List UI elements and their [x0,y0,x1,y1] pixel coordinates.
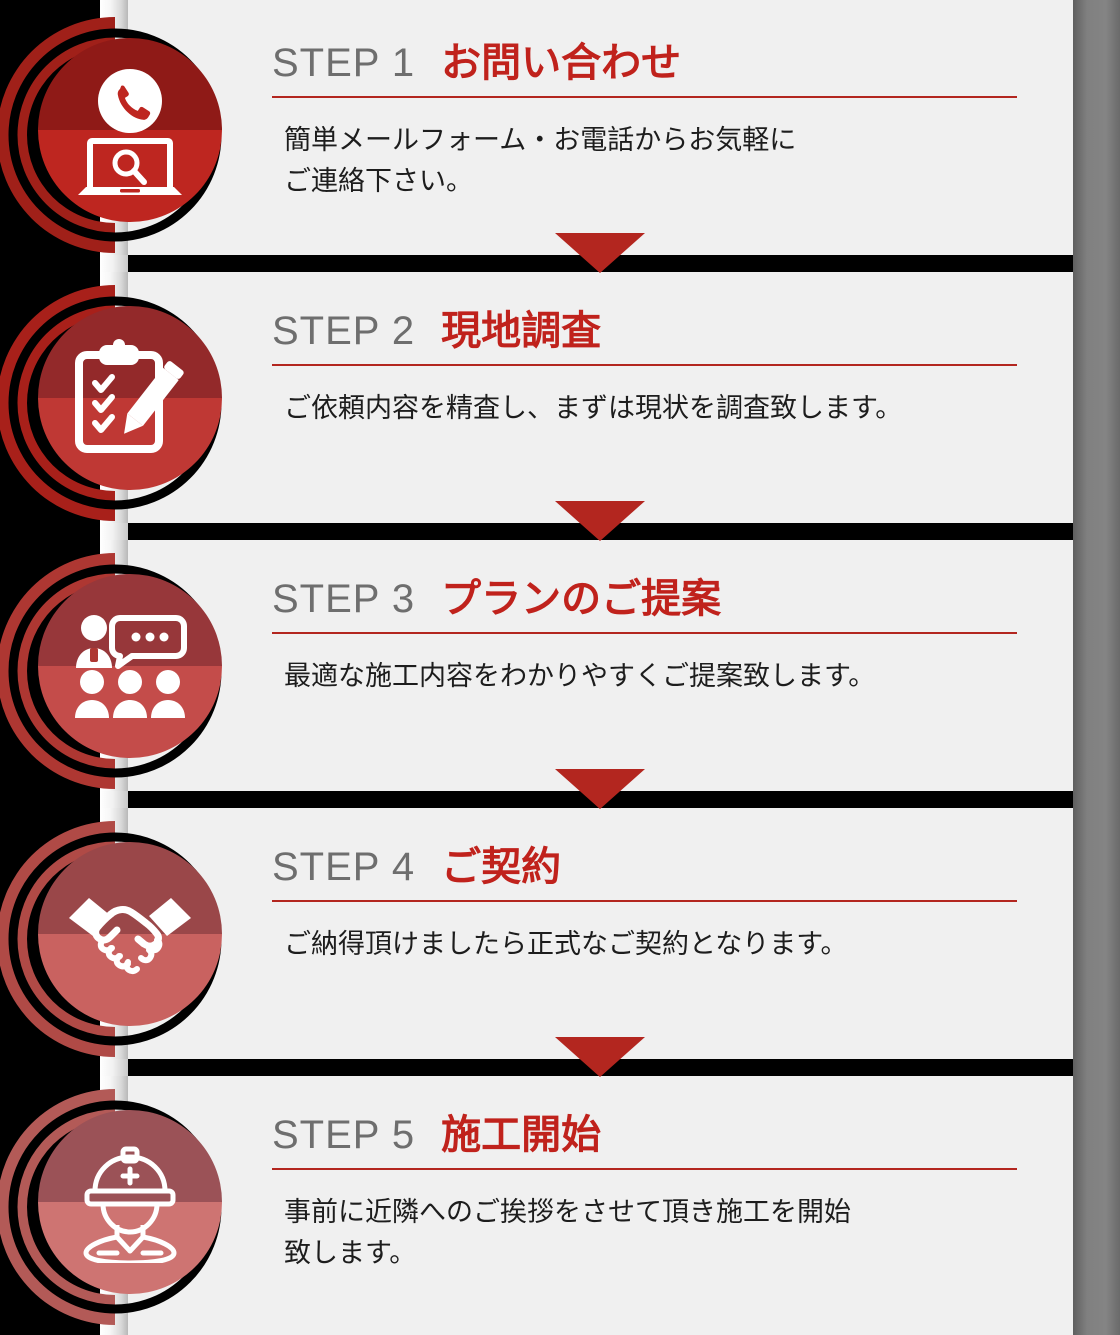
step-heading-3: STEP 3 プランのご提案 [272,566,1062,628]
circle-bottom-half-1 [38,130,222,222]
step-rule-3 [272,632,1017,634]
step-icon-circle-4 [38,842,222,1026]
step-rule-5 [272,1168,1017,1170]
step-label-2: STEP 2 [272,309,416,353]
step-description-4: ご納得頂けましたら正式なご契約となります。 [284,929,848,959]
step-title-5: 施工開始 [441,1113,602,1157]
step-block-3: STEP 3 プランのご提案 最適な施工内容をわかりやすくご提案致します。 [0,536,1120,804]
arrow-step4-to-step5 [555,1037,645,1077]
step-icon-circle-3 [38,574,222,758]
step-description-3: 最適な施工内容をわかりやすくご提案致します。 [284,661,876,691]
step-text-1: STEP 1 お問い合わせ 簡単メールフォーム・お電話からお気軽に ご連絡下さい… [272,0,1062,268]
step-heading-5: STEP 5 施工開始 [272,1102,1062,1164]
step-rule-2 [272,364,1017,366]
step-title-2: 現地調査 [441,309,602,353]
arrow-step2-to-step3 [555,501,645,541]
step-block-1: STEP 1 お問い合わせ 簡単メールフォーム・お電話からお気軽に ご連絡下さい… [0,0,1120,268]
step-icon-circle-1 [38,38,222,222]
step-block-2: STEP 2 現地調査 ご依頼内容を精査し、まずは現状を調査致します。 [0,268,1120,536]
right-edge-shadow [1073,0,1120,1335]
presentation-audience-icon [38,574,222,758]
step-description-2: ご依頼内容を精査し、まずは現状を調査致します。 [284,393,903,423]
step-title-3: プランのご提案 [441,577,722,621]
step-block-4: STEP 4 ご契約 ご納得頂けましたら正式なご契約となります。 [0,804,1120,1072]
step-description-1: 簡単メールフォーム・お電話からお気軽に ご連絡下さい。 [284,125,797,197]
divider-gap-left-3 [100,791,128,808]
step-title-1: お問い合わせ [441,41,682,85]
arrow-step3-to-step4 [555,769,645,809]
construction-worker-icon [38,1110,222,1294]
arrow-step1-to-step2 [555,233,645,273]
clipboard-checklist-pen-icon [38,306,222,490]
step-heading-2: STEP 2 現地調査 [272,298,1062,360]
step-heading-1: STEP 1 お問い合わせ [272,30,1062,92]
phone-and-laptop-search-icon [38,38,222,222]
step-icon-circle-2 [38,306,222,490]
step-text-5: STEP 5 施工開始 事前に近隣へのご挨拶をさせて頂き施工を開始 致します。 [272,1072,1062,1335]
step-rule-4 [272,900,1017,902]
step-rule-1 [272,96,1017,98]
step-text-2: STEP 2 現地調査 ご依頼内容を精査し、まずは現状を調査致します。 [272,268,1062,536]
circle-bottom-half-4 [38,934,222,1026]
step-label-3: STEP 3 [272,577,416,621]
step-title-4: ご契約 [441,845,562,889]
circle-top-half-4 [38,842,222,934]
step-label-5: STEP 5 [272,1113,416,1157]
step-text-4: STEP 4 ご契約 ご納得頂けましたら正式なご契約となります。 [272,804,1062,1072]
step-description-5: 事前に近隣へのご挨拶をさせて頂き施工を開始 致します。 [284,1197,851,1269]
step-heading-4: STEP 4 ご契約 [272,834,1062,896]
content-panel-background [128,0,1073,1335]
step-label-1: STEP 1 [272,41,416,85]
step-block-5: STEP 5 施工開始 事前に近隣へのご挨拶をさせて頂き施工を開始 致します。 [0,1072,1120,1335]
step-text-3: STEP 3 プランのご提案 最適な施工内容をわかりやすくご提案致します。 [272,536,1062,804]
step-icon-circle-5 [38,1110,222,1294]
step-label-4: STEP 4 [272,845,416,889]
divider-gap-left-1 [100,255,128,272]
handshake-icon [38,842,222,1026]
divider-gap-left-2 [100,523,128,540]
divider-gap-left-4 [100,1059,128,1076]
